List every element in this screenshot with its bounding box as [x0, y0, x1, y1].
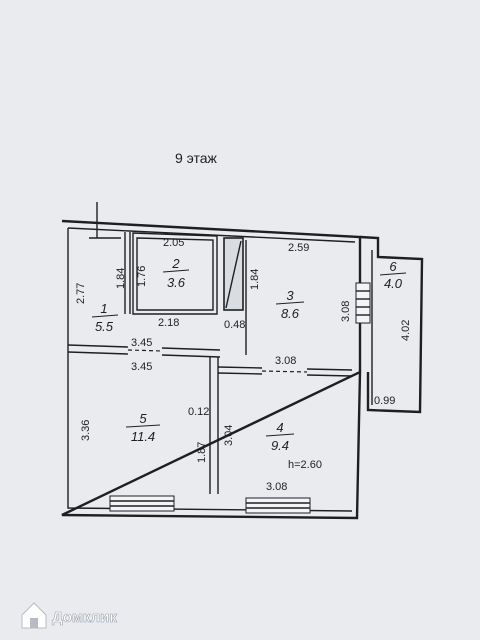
window-room-5 — [109, 495, 175, 512]
dim-label: 2.59 — [288, 242, 309, 254]
room-label-6: 6 4.0 — [379, 259, 407, 291]
balcony-door — [355, 282, 371, 324]
room-label-3: 3 8.6 — [275, 288, 305, 321]
dim-label: 3.08 — [340, 301, 352, 322]
dim-label: 1.84 — [115, 268, 127, 289]
dim-label: 3.08 — [275, 355, 296, 367]
dimension-labels: 2.05 1.76 2.18 1.84 2.77 3.45 3.45 0.48 … — [75, 237, 412, 493]
room-area: 8.6 — [281, 306, 300, 321]
house-icon — [21, 602, 47, 629]
dim-label: 3.04 — [223, 425, 235, 446]
dim-label: 1.84 — [249, 269, 261, 290]
dim-label: 0.12 — [188, 406, 209, 418]
dim-label: 2.05 — [163, 237, 184, 249]
room-area: 4.0 — [384, 276, 403, 291]
room-number: 4 — [276, 420, 283, 435]
open-passages — [127, 349, 308, 373]
dim-label: 3.45 — [131, 337, 152, 349]
dim-label: 3.36 — [80, 420, 92, 441]
room-number: 1 — [100, 301, 107, 316]
dim-label: 0.99 — [374, 395, 395, 407]
room-area: 9.4 — [271, 438, 289, 453]
floor-label: 9 этаж — [175, 150, 218, 166]
dim-label: 2.18 — [158, 317, 179, 329]
brand-name: Домклик — [52, 609, 117, 626]
dim-label: 4.02 — [400, 320, 412, 341]
dim-label: 1.76 — [136, 266, 148, 287]
balcony-outline — [359, 235, 424, 414]
dim-label: 0.48 — [224, 319, 245, 331]
room-label-2: 2 3.6 — [162, 256, 190, 290]
room-number: 6 — [389, 259, 397, 274]
window-room-4 — [245, 497, 311, 514]
ceiling-height: h=2.60 — [288, 459, 322, 471]
inner-walls — [67, 232, 353, 494]
dim-label: 1.87 — [196, 442, 208, 463]
room-number: 3 — [286, 288, 294, 303]
brand-logo: Домклик — [21, 602, 118, 629]
room-label-1: 1 5.5 — [91, 301, 119, 334]
room-area: 3.6 — [167, 275, 186, 290]
room-label-5: 5 11.4 — [125, 411, 161, 444]
room-area: 5.5 — [95, 319, 114, 334]
entrance-door — [89, 202, 121, 239]
room-number: 5 — [139, 411, 147, 426]
room-label-4: 4 9.4 — [265, 420, 295, 453]
dim-label: 3.08 — [266, 481, 287, 493]
room-area: 11.4 — [131, 429, 155, 444]
room-number: 2 — [171, 256, 180, 271]
dim-label: 2.77 — [75, 283, 87, 304]
dim-label: 3.45 — [131, 361, 152, 373]
